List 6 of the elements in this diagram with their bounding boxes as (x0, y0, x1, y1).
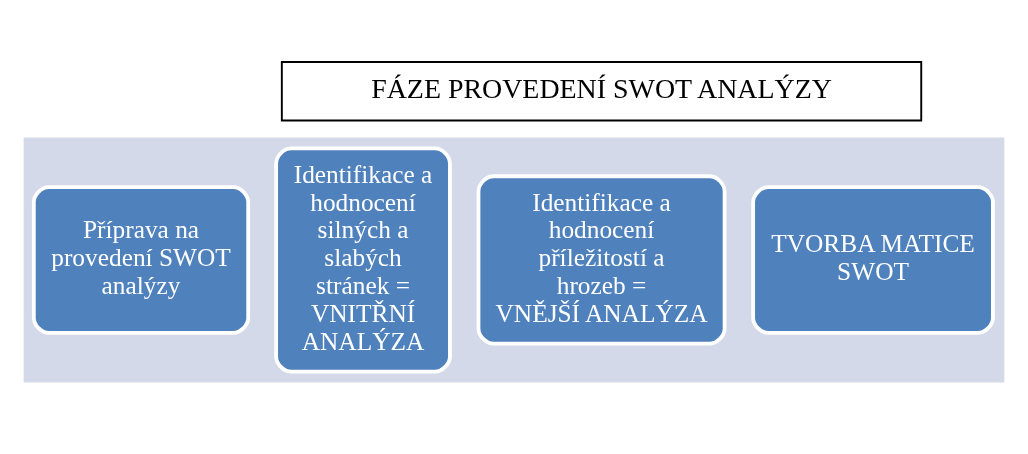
node-box: FÁZE PROVEDENÍ SWOT ANALÝZY (280, 61, 923, 122)
node-box: Identifikace a hodnocení příležitostí a hrozeb = VNĚJŠÍ ANALÝZA (476, 174, 727, 346)
node-box: Příprava na provedení SWOT analýzy (31, 185, 251, 335)
cluster (23, 137, 1005, 383)
node-box: Identifikace a hodnocení silných a slabých stránek = VNITŘNÍ ANALÝZA (274, 146, 452, 374)
node-box: TVORBA MATICE SWOT (751, 185, 995, 335)
